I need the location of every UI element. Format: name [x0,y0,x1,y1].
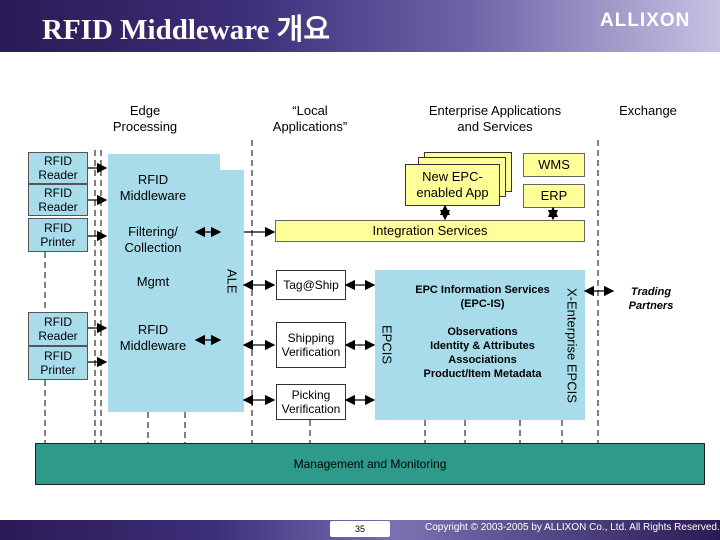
allixon-logo: ALLIXON [600,10,691,31]
device-rfid-printer-1: RFID Printer [28,218,88,252]
column-enterprise-applications: Enterprise Applications and Services [428,103,562,134]
integration-services-bar: Integration Services [275,220,585,242]
column-local-applications: “Local Applications” [272,103,348,134]
filtering-collection-label: Filtering/ Collection [124,224,182,255]
mgmt-label: Mgmt [136,274,170,289]
column-exchange: Exchange [619,103,677,118]
picking-verification-box: Picking Verification [276,384,346,420]
page-number: 35 [330,521,390,537]
ale-label: ALE [224,268,240,294]
header-bar [0,0,720,52]
device-rfid-reader-1: RFID Reader [28,152,88,184]
management-monitoring-bar: Management and Monitoring [35,443,705,485]
x-enterprise-epcis-bar: X-Enterprise EPCIS [559,270,585,420]
epc-is-title: EPC Information Services (EPC-IS) [415,284,550,310]
trading-partners-label: Trading Partners [628,286,674,312]
device-rfid-reader-3: RFID Reader [28,312,88,346]
rfid-middleware-top-label: RFID Middleware [119,172,187,203]
rfid-middleware-bottom-label: RFID Middleware [119,322,187,353]
epc-is-details: Observations Identity & Attributes Assoc… [423,326,542,380]
device-rfid-printer-2: RFID Printer [28,346,88,380]
device-rfid-reader-2: RFID Reader [28,184,88,216]
wms-box: WMS [523,153,585,177]
copyright-text: Copyright © 2003-2005 by ALLIXON Co., Lt… [425,522,720,533]
epcis-label: EPCIS [379,325,395,365]
page-title: RFID Middleware 개요 [42,14,331,46]
epc-is-panel [399,270,559,420]
x-enterprise-epcis-label: X-Enterprise EPCIS [564,287,580,403]
column-edge-processing: Edge Processing [112,103,178,134]
new-epc-enabled-app-box: New EPC- enabled App [405,164,500,206]
epcis-bar: EPCIS [375,270,399,420]
edge-middleware-panel-top [108,154,220,258]
ale-bar: ALE [220,170,244,412]
